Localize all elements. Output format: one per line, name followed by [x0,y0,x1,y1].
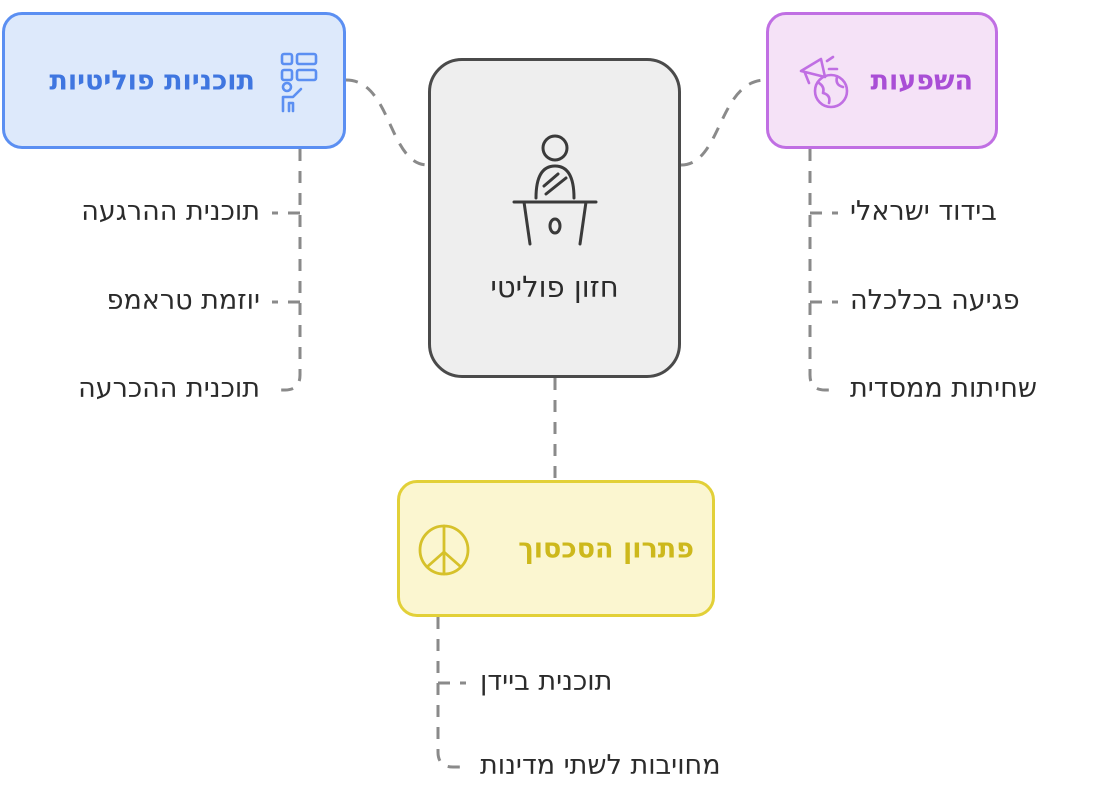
connector-impacts-items [808,149,838,392]
conflict-resolution-node[interactable]: פתרון הסכסוך [397,480,715,617]
political-vision-title: חזון פוליטי [490,270,619,304]
plan-list-icon [279,51,319,117]
resolution-leaf-2: מחויבות לשתי מדינות [480,750,721,781]
political-vision-node[interactable]: חזון פוליטי [428,58,681,378]
connector-resolution-items [436,617,466,769]
globe-megaphone-icon [795,53,851,115]
impacts-leaf-2: פגיעה בכלכלה [850,285,1020,316]
impacts-node[interactable]: השפעות [766,12,998,149]
impacts-title: השפעות [870,65,973,96]
connector-policy-items [272,149,302,392]
policy-plans-title: תוכניות פוליטיות [49,65,255,96]
speaker-podium-icon [510,132,600,256]
connector-center-impacts [680,78,767,167]
policy-plans-node[interactable]: תוכניות פוליטיות [2,12,346,149]
policy-leaf-3: תוכנית ההכרעה [78,373,260,404]
impacts-leaf-3: שחיתות ממסדית [850,373,1037,404]
conflict-resolution-title: פתרון הסכסוך [518,533,694,564]
policy-leaf-2: יוזמת טראמפ [106,285,260,316]
impacts-leaf-1: בידוד ישראלי [850,196,997,227]
policy-leaf-1: תוכנית ההרגעה [81,196,260,227]
resolution-leaf-1: תוכנית ביידן [480,666,613,697]
connector-center-policy [345,78,429,167]
peace-icon [416,521,472,583]
